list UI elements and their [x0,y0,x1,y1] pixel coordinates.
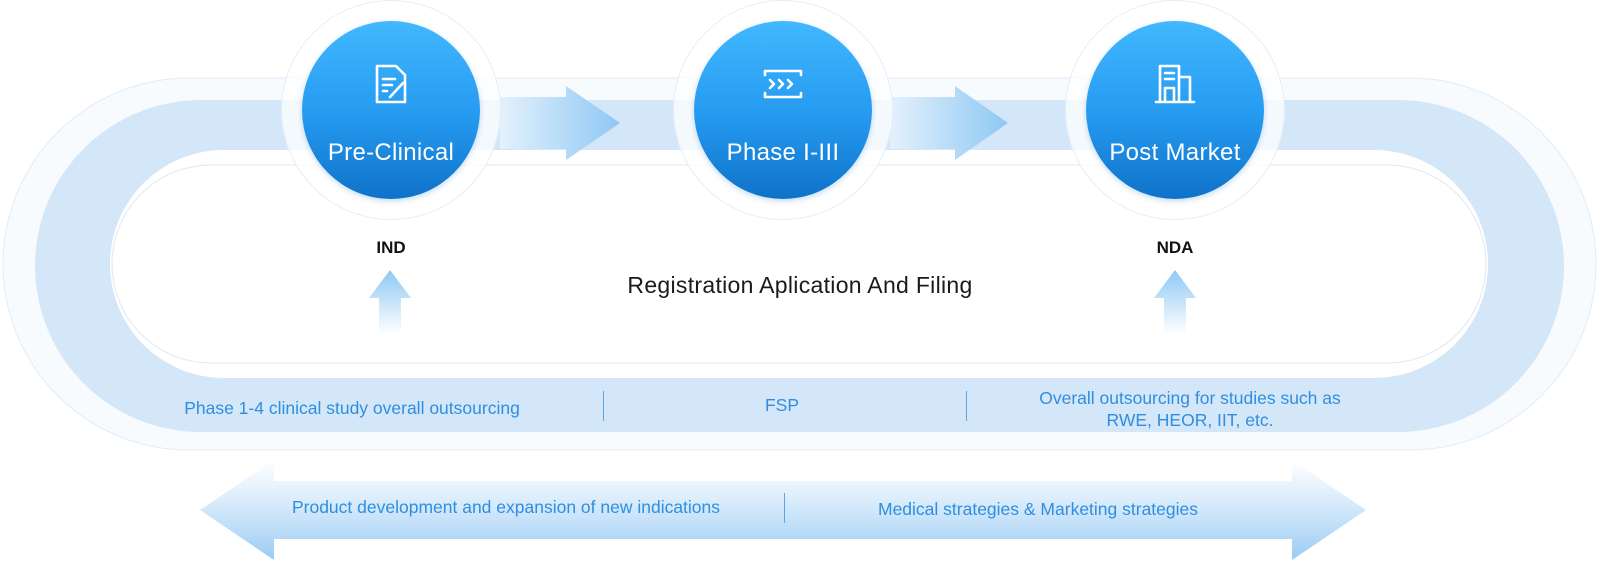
forward-arrows-icon [763,69,803,99]
stage-label: Post Market [1109,139,1241,166]
building-icon [1154,64,1196,104]
connector-arrow-2 [890,86,1008,160]
service-middle: FSP [764,395,800,415]
up-arrow-icon [369,270,411,334]
bottom-right-text: Medical strategies & Marketing strategie… [878,499,1198,519]
service-right: Overall outsourcing for studies such as … [990,387,1390,431]
center-title: Registration Aplication And Filing [627,272,973,298]
milestone-nda: NDA [1156,238,1194,257]
service-right-line1: Overall outsourcing for studies such as [1039,388,1341,408]
double-arrow [200,460,1366,560]
service-left: Phase 1-4 clinical study overall outsour… [184,398,520,418]
stage-pre-clinical: Pre-Clinical [281,0,501,220]
stage-disc: Phase I-III [694,21,872,199]
document-edit-icon [375,64,407,104]
stage-disc: Post Market [1086,21,1264,199]
stage-post-market: Post Market [1065,0,1285,220]
up-arrow-icon [1154,270,1196,334]
connector-arrow-1 [500,86,620,160]
band-divider [966,391,967,421]
stage-disc: Pre-Clinical [302,21,480,199]
stage-label: Pre-Clinical [327,139,455,166]
stage-phase-i-iii: Phase I-III [673,0,893,220]
service-right-line2: RWE, HEOR, IIT, etc. [1106,410,1274,430]
bottom-left-text: Product development and expansion of new… [291,497,721,517]
milestone-ind: IND [376,238,406,257]
stage-label: Phase I-III [726,139,840,166]
band-divider [603,391,604,421]
bottom-divider [784,493,785,523]
